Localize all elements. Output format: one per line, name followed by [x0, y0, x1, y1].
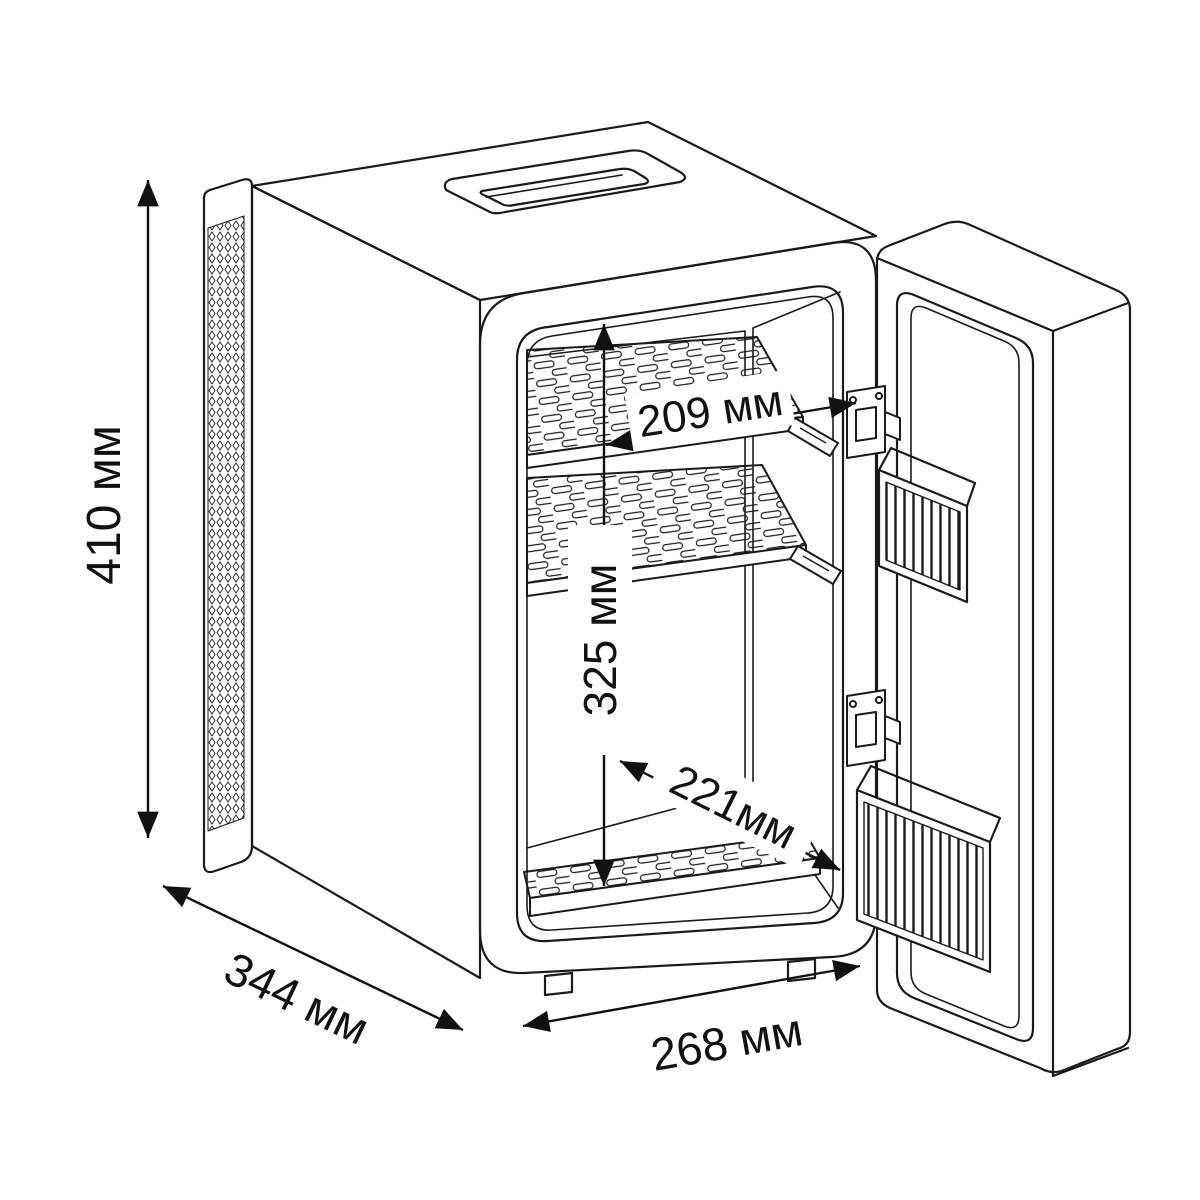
hinge-upper-arm: [884, 411, 901, 441]
door-right-crease: [1051, 329, 1130, 1078]
dimension-interior-height-label: 325 мм: [574, 564, 626, 717]
hinge-lower: [846, 689, 901, 767]
hinge-lower-arm: [884, 715, 901, 745]
door-liner-outer: [895, 291, 1035, 1043]
front-foot-left: [543, 971, 574, 997]
dimension-depth-line: [162, 884, 464, 1032]
shelf-lower-bracket-line: [802, 555, 830, 572]
interior-right-wall-top: [752, 291, 841, 329]
handle-recess-inner: [479, 167, 650, 207]
left-side-panel: [250, 184, 482, 980]
front-frame-opening: [515, 285, 845, 943]
shelf-lower-bracket: [789, 545, 842, 585]
dimensions: 410 мм 344 мм 268 мм 325 мм: [78, 180, 861, 1081]
dimension-interior-height: 325 мм: [568, 324, 632, 886]
dimension-interior-width-label-bg: [645, 741, 824, 869]
dimension-width: 268 мм: [522, 959, 861, 1081]
handle-recess-outer: [443, 149, 687, 215]
top-panel: [250, 120, 878, 302]
door-bin-lower: [855, 764, 1002, 974]
door: [855, 220, 1132, 1078]
dimension-height: 410 мм: [78, 180, 159, 838]
door-bin-lower-back: [855, 764, 1002, 844]
dimension-width-label: 268 мм: [647, 1003, 806, 1081]
hinges: [846, 385, 901, 767]
dimension-width-line: [522, 959, 861, 1033]
shelf-upper-bracket: [787, 417, 839, 457]
hinge-lower-screw-2: [875, 696, 883, 704]
handle-recess-depth-line: [485, 174, 623, 198]
handle-recess: [443, 149, 687, 215]
drip-tray-apron: [529, 857, 821, 917]
hinge-lower-screw-1: [849, 700, 857, 708]
hinge-upper-screw-2: [875, 392, 883, 400]
door-bin-lower-ribs: [863, 801, 984, 961]
dimension-interior-height-label-bg: [568, 525, 632, 755]
hinge-upper: [846, 385, 901, 459]
hinge-upper-pin: [855, 406, 877, 442]
dimension-shelf-depth: 209 мм: [605, 369, 857, 452]
hinge-lower-pin: [855, 711, 877, 748]
door-bin-upper: [877, 446, 977, 604]
door-bin-upper-ribs: [885, 481, 961, 591]
door-silhouette: [875, 220, 1132, 1074]
door-bin-upper-back: [877, 446, 977, 508]
door-liner-inner: [910, 305, 1020, 1029]
dimension-height-label: 410 мм: [78, 425, 131, 584]
dimension-shelf-depth-label-bg: [624, 369, 796, 451]
dimension-depth-label: 344 мм: [217, 942, 377, 1055]
dimension-depth: 344 мм: [162, 884, 464, 1055]
vent-grille: [207, 215, 245, 832]
